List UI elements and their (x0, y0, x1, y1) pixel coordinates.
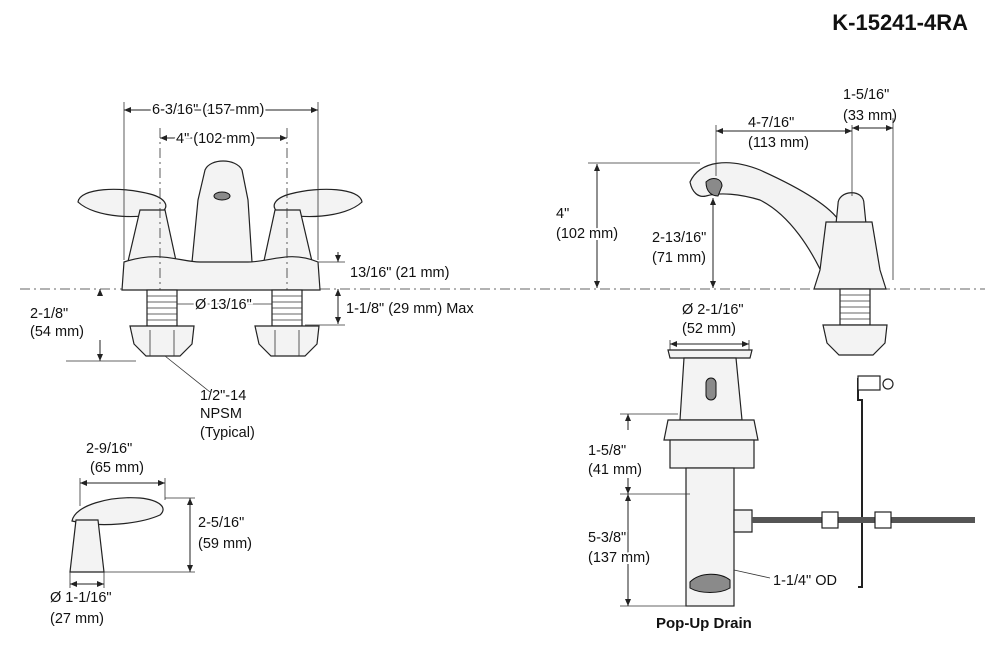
base-height-label: 13/16" (21 mm) (350, 265, 449, 281)
side-shank (822, 288, 888, 356)
right-shank (254, 289, 320, 357)
overall-height-label-1: 4" (556, 206, 569, 222)
thread-label-2: NPSM (200, 406, 242, 422)
handle-length-label-2: (65 mm) (90, 460, 144, 476)
tailpiece-length-1: 5-3/8" (588, 530, 626, 546)
flange-diameter-label-2: (52 mm) (682, 321, 736, 337)
handle-height-label-1: 2-5/16" (198, 515, 244, 531)
pivot-nut (733, 509, 753, 533)
drain-overflow-slot (705, 377, 717, 401)
handle-height-label-2: (59 mm) (198, 536, 252, 552)
center-spacing-label: 4" (102 mm) (176, 131, 255, 147)
tailpiece-od-label: 1-1/4" OD (773, 573, 837, 589)
side-handle (835, 192, 867, 225)
handle-offset-label-2: (33 mm) (843, 108, 897, 124)
drain-gasket (669, 439, 755, 469)
drain-caption: Pop-Up Drain (656, 615, 752, 632)
flange-diameter-label-1: Ø 2-1/16" (682, 302, 744, 318)
overall-width-label: 6-3/16" (157 mm) (152, 102, 264, 118)
shank-length-label-1: 2-1/8" (30, 306, 68, 322)
handle-offset-label-1: 1-5/16" (843, 87, 889, 103)
side-view: 4-7/16" (113 mm) 1-5/16" (33 mm) 4" (102… (554, 87, 897, 588)
handle-detail-base (69, 519, 105, 573)
side-base (813, 221, 887, 290)
handle-detail: 2-9/16" (65 mm) 2-5/16" (59 mm) Ø 1-1/16… (50, 441, 252, 627)
handle-base-diameter-2: (27 mm) (50, 611, 104, 627)
max-mount-label: 1-1/8" (29 mm) Max (346, 301, 474, 317)
tailpiece-length-2: (137 mm) (588, 550, 650, 566)
clevis-strap (821, 511, 839, 529)
handle-detail-lever (71, 497, 164, 526)
overall-height-label-2: (102 mm) (556, 226, 618, 242)
faucet-base (121, 256, 321, 291)
shank-length-label-2: (54 mm) (30, 324, 84, 340)
spout-aerator-side (705, 178, 723, 197)
spring-clip (874, 511, 892, 529)
spout-aerator (213, 191, 231, 201)
drain-body-length-2: (41 mm) (588, 462, 642, 478)
drain-flange (667, 349, 753, 359)
pop-up-drain: Ø 2-1/16" (52 mm) 1-5/8" (41 mm) 5-3/8" … (586, 302, 975, 632)
spout-profile (689, 162, 841, 283)
thread-label-3: (Typical) (200, 425, 255, 441)
spout-height-label-2: (71 mm) (652, 250, 706, 266)
handle-length-label-1: 2-9/16" (86, 441, 132, 457)
front-view: 6-3/16" (157 mm) 4" (102 mm) 13/16" (21 … (30, 100, 474, 441)
shank-diameter-label: Ø 13/16" (195, 297, 252, 313)
handle-base-diameter-1: Ø 1-1/16" (50, 590, 112, 606)
tailpiece-cut (689, 573, 731, 593)
drain-nut (663, 419, 759, 441)
left-shank (129, 289, 195, 357)
drain-body-length-1: 1-5/8" (588, 443, 626, 459)
model-number: K-15241-4RA (832, 10, 968, 35)
spout-height-label-1: 2-13/16" (652, 230, 706, 246)
spout-reach-label-1: 4-7/16" (748, 115, 794, 131)
thread-label-1: 1/2"-14 (200, 388, 246, 404)
spout-reach-label-2: (113 mm) (748, 135, 809, 151)
